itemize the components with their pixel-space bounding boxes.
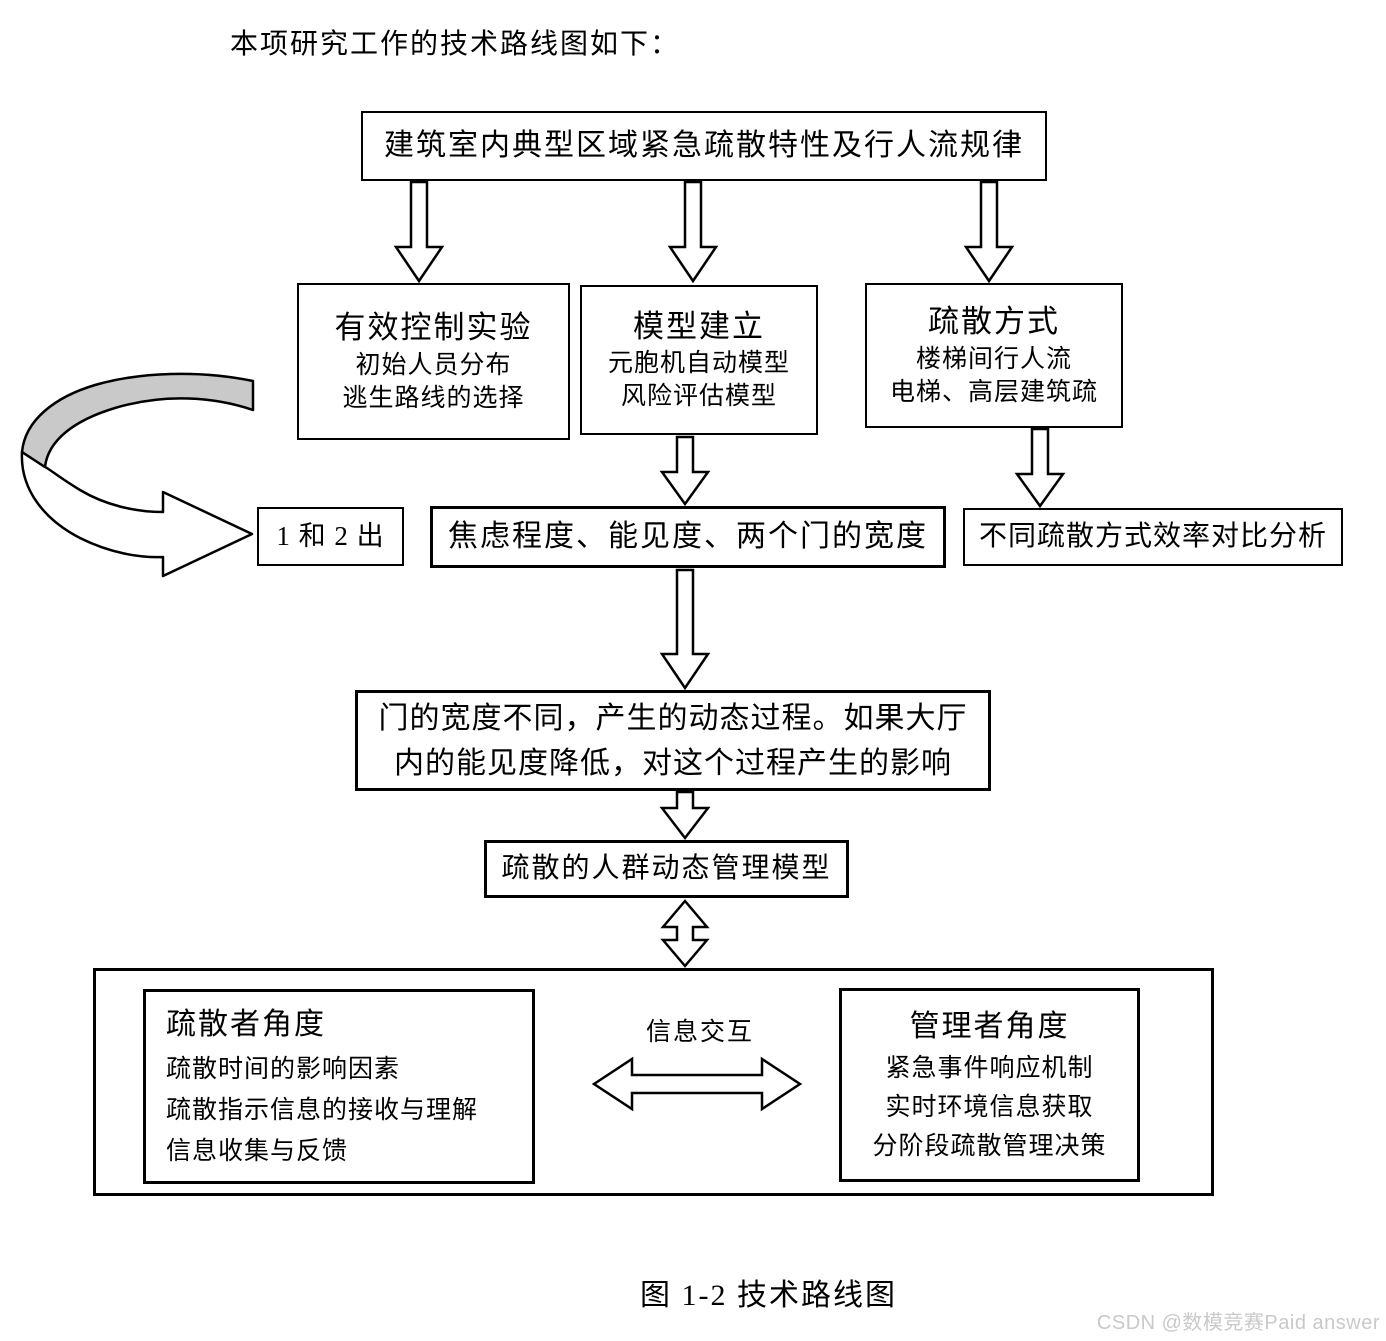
box-manager-title: 管理者角度: [909, 1009, 1070, 1043]
box-evacuee-line: 疏散指示信息的接收与理解: [166, 1096, 479, 1124]
box-bottom-container: [93, 968, 1214, 1196]
box-experiment-line: 逃生路线的选择: [342, 384, 525, 412]
box-manager-line: 分阶段疏散管理决策: [872, 1133, 1107, 1161]
box-process-line: 门的宽度不同，产生的动态过程。如果大厅: [378, 701, 968, 735]
box-experiment: 有效控制实验 初始人员分布 逃生路线的选择: [297, 283, 570, 440]
box-efficiency: 不同疏散方式效率对比分析: [963, 508, 1343, 566]
box-factors: 焦虑程度、能见度、两个门的宽度: [430, 506, 946, 568]
arrow-root-to-model: [667, 180, 719, 284]
box-evacuee: 疏散者角度 疏散时间的影响因素 疏散指示信息的接收与理解 信息收集与反馈: [143, 989, 535, 1184]
box-evacuation-mode-title: 疏散方式: [928, 304, 1060, 340]
box-model-line: 风险评估模型: [620, 383, 777, 411]
box-model-title: 模型建立: [633, 308, 765, 344]
arrow-management-container-bidirectional: [660, 899, 710, 968]
intro-text: 本项研究工作的技术路线图如下：: [230, 29, 681, 60]
curved-ribbon-arrow-top: [20, 372, 255, 469]
arrow-process-to-management: [659, 790, 711, 841]
box-evacuee-line: 疏散时间的影响因素: [166, 1055, 401, 1083]
arrow-mode-to-efficiency: [1014, 427, 1066, 509]
box-process: 门的宽度不同，产生的动态过程。如果大厅 内的能见度降低，对这个过程产生的影响: [355, 690, 991, 791]
watermark-text: CSDN @数模竞赛Paid answer: [1096, 1312, 1380, 1334]
box-model: 模型建立 元胞机自动模型 风险评估模型: [580, 285, 818, 435]
arrow-model-to-factors: [659, 435, 711, 507]
box-evacuee-line: 信息收集与反馈: [166, 1137, 349, 1165]
box-evacuation-mode: 疏散方式 楼梯间行人流 电梯、高层建筑疏: [865, 283, 1123, 428]
box-management-model-text: 疏散的人群动态管理模型: [501, 852, 832, 884]
figure-caption: 图 1-2 技术路线图: [640, 1279, 897, 1312]
box-exits-text: 1 和 2 出: [276, 520, 385, 551]
arrow-information-exchange-bidirectional: [591, 1056, 803, 1112]
box-factors-text: 焦虑程度、能见度、两个门的宽度: [448, 520, 928, 554]
box-efficiency-text: 不同疏散方式效率对比分析: [978, 520, 1327, 552]
box-exits: 1 和 2 出: [257, 507, 404, 566]
box-manager: 管理者角度 紧急事件响应机制 实时环境信息获取 分阶段疏散管理决策: [839, 988, 1140, 1182]
arrow-root-to-experiment: [393, 180, 445, 284]
information-exchange-label: 信息交互: [645, 1019, 754, 1046]
box-process-line: 内的能见度降低，对这个过程产生的影响: [394, 746, 952, 780]
arrow-root-to-mode: [963, 180, 1015, 284]
arrow-factors-to-process: [659, 568, 711, 691]
box-evacuation-mode-line: 电梯、高层建筑疏: [889, 378, 1098, 406]
box-manager-line: 实时环境信息获取: [885, 1094, 1094, 1122]
box-experiment-line: 初始人员分布: [355, 351, 512, 379]
box-evacuation-mode-line: 楼梯间行人流: [915, 345, 1072, 373]
box-management-model: 疏散的人群动态管理模型: [484, 840, 849, 898]
box-root-text: 建筑室内典型区域紧急疏散特性及行人流规律: [384, 129, 1024, 163]
box-root: 建筑室内典型区域紧急疏散特性及行人流规律: [361, 111, 1047, 181]
box-evacuee-title: 疏散者角度: [166, 1008, 326, 1042]
curved-ribbon-arrow-body: [20, 450, 254, 578]
box-model-line: 元胞机自动模型: [607, 350, 790, 378]
box-manager-line: 紧急事件响应机制: [885, 1055, 1094, 1083]
box-experiment-title: 有效控制实验: [334, 310, 533, 346]
